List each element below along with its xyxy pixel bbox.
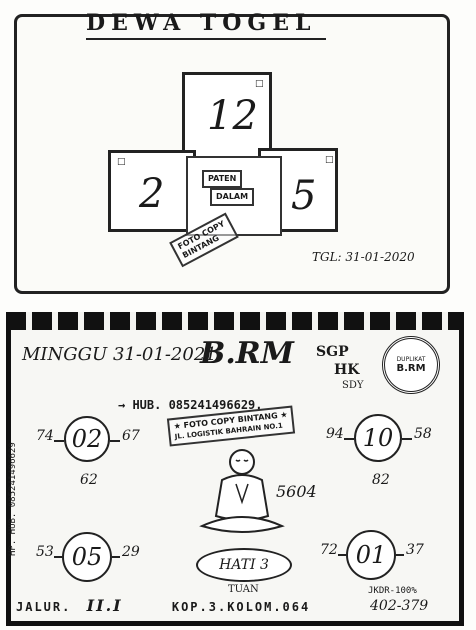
circle-bl: 05 xyxy=(62,532,112,582)
circle-tl-right: 67 xyxy=(122,428,140,444)
circle-tl-below: 62 xyxy=(80,472,98,488)
seal-text: DUPLIKAT xyxy=(396,356,426,363)
box-left-number: 2 xyxy=(139,171,165,217)
top-card-date: TGL: 31-01-2020 xyxy=(312,250,415,264)
box-top-number: 12 xyxy=(207,93,258,139)
connector-dash xyxy=(54,556,62,558)
circle-tr-below: 82 xyxy=(372,472,390,488)
sdy-label: SDY xyxy=(342,380,364,391)
monk-caption-1: HATI 3 xyxy=(219,557,269,573)
footer-jalur-value: II.I xyxy=(86,596,123,615)
box-right-number: 5 xyxy=(291,173,317,219)
circular-seal: DUPLIKAT B.RM xyxy=(382,336,440,394)
circle-tr: 10 xyxy=(354,414,402,462)
connector-dash xyxy=(396,554,404,556)
circle-tl: 02 xyxy=(64,416,110,462)
box-top: 12 □ xyxy=(182,72,272,164)
handwritten-number: 5604 xyxy=(276,482,317,501)
center-label-1: PATEN xyxy=(202,170,243,188)
top-card-title: DEWA TOGEL xyxy=(86,10,317,36)
box-corner-mark: □ xyxy=(117,157,126,167)
hk-label: HK xyxy=(334,362,360,378)
monk-caption-bubble: HATI 3 xyxy=(196,548,292,582)
circle-tr-right: 58 xyxy=(414,426,432,442)
footer-kop: KOP.3.KOLOM.064 xyxy=(171,600,311,614)
monk-caption-2: TUAN xyxy=(228,584,259,595)
circle-tl-number: 02 xyxy=(71,425,103,453)
center-label-2: DALAM xyxy=(210,188,255,206)
brand-label: B.RM xyxy=(200,336,294,371)
box-corner-mark: □ xyxy=(255,79,264,89)
box-left: 2 □ xyxy=(108,150,196,232)
circle-br-right: 37 xyxy=(406,542,424,558)
title-underline xyxy=(86,38,326,40)
circle-bl-number: 05 xyxy=(71,543,103,571)
circle-br: 01 xyxy=(346,530,396,580)
jkd-numbers: 402-379 xyxy=(370,598,429,614)
circle-bl-right: 29 xyxy=(122,544,140,560)
circle-br-left: 72 xyxy=(320,542,338,558)
footer-jalur-label: JALUR. xyxy=(16,600,72,614)
header-date: MINGGU 31-01-2021 xyxy=(22,344,217,365)
connector-dash xyxy=(402,438,412,440)
monk-illustration xyxy=(199,449,285,533)
box-corner-mark: □ xyxy=(325,155,334,165)
jkd-label: JKDR-100% xyxy=(368,586,417,596)
box-center: PATEN DALAM xyxy=(186,156,282,236)
phone-line: → HUB. 085241496629. xyxy=(118,398,263,412)
circle-br-number: 01 xyxy=(355,541,387,569)
circle-tr-left: 94 xyxy=(326,426,344,442)
footer-line: JALUR. II.I KOP.3.KOLOM.064 xyxy=(16,596,310,615)
connector-dash xyxy=(112,556,120,558)
connector-dash xyxy=(338,554,346,556)
circle-bl-left: 53 xyxy=(36,544,54,560)
connector-dash xyxy=(344,438,354,440)
connector-dash xyxy=(110,440,120,442)
circle-tl-left: 74 xyxy=(36,428,54,444)
bottom-card-top-border xyxy=(6,312,464,330)
circle-tr-number: 10 xyxy=(362,424,394,452)
connector-dash xyxy=(54,440,64,442)
sgp-label: SGP xyxy=(316,344,349,360)
side-phone: HP. HUB. 085241496629 xyxy=(8,442,18,556)
seal-center: B.RM xyxy=(396,363,426,374)
